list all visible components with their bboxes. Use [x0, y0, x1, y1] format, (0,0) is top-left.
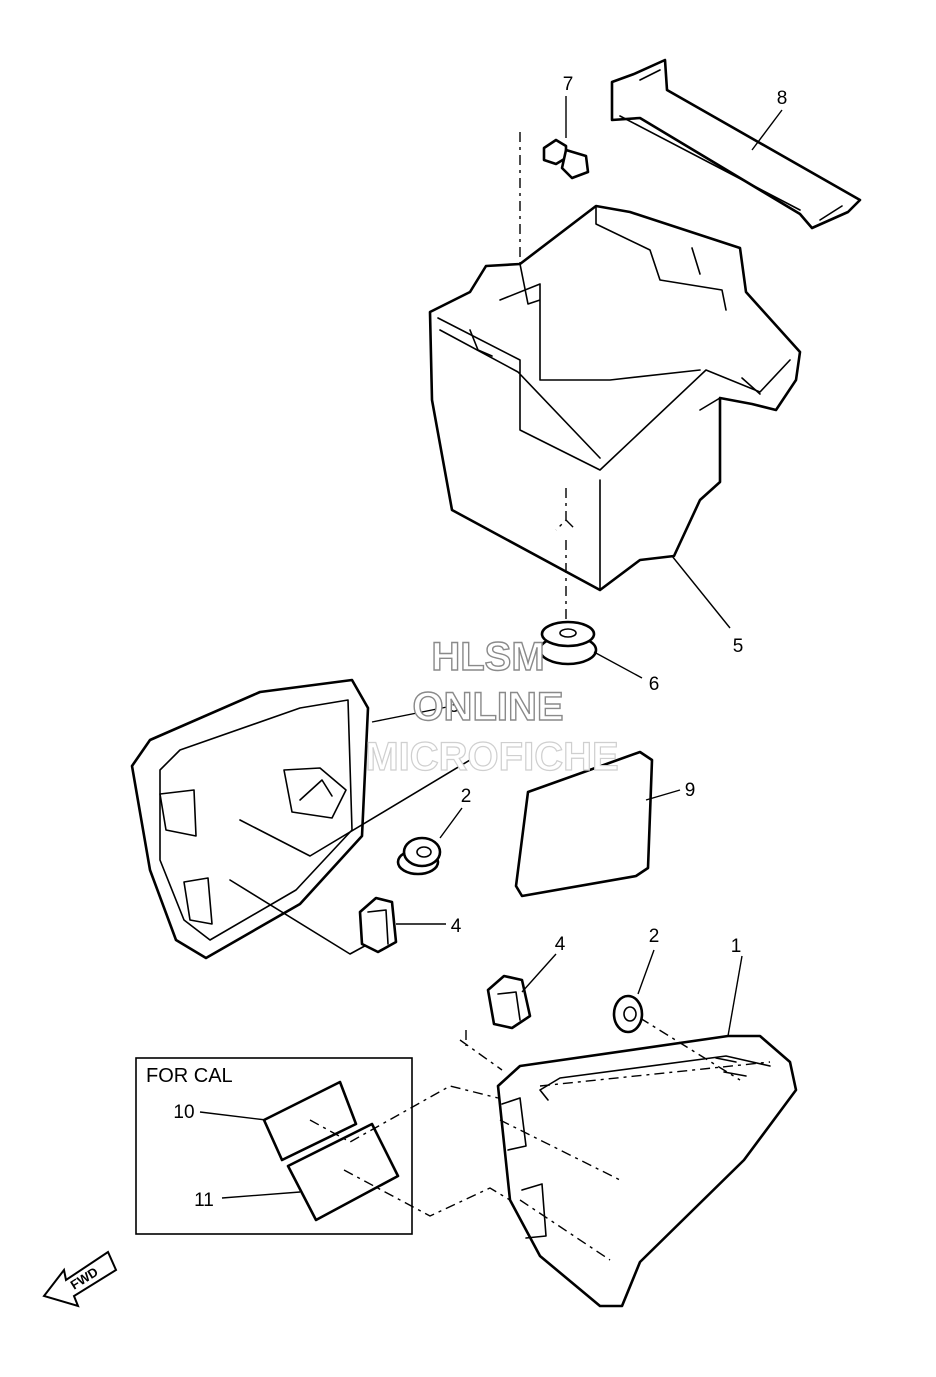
- watermark-line1: HLSM: [431, 635, 544, 679]
- leader-1: [727, 955, 743, 1037]
- watermark: HLSM ONLINE MICROFICHE: [365, 634, 620, 779]
- bolt-part: [542, 138, 590, 180]
- leader-4b: [521, 953, 557, 993]
- callout-5: 5: [733, 636, 744, 657]
- grommet-2-lower-part: [612, 994, 644, 1034]
- callout-2-lower: 2: [649, 926, 660, 947]
- dash-for-cal: [309, 1085, 511, 1217]
- callout-7: 7: [563, 74, 574, 95]
- leader-9: [645, 789, 681, 801]
- leader-10: [199, 1111, 267, 1121]
- callout-8: 8: [777, 88, 788, 109]
- damper-4-upper-part: [358, 896, 398, 954]
- leader-6: [593, 651, 643, 679]
- for-cal-box: FOR CAL: [135, 1057, 511, 1235]
- dash-5: [555, 488, 577, 628]
- leader-3: [371, 705, 453, 723]
- left-side-cover-part: [130, 678, 471, 960]
- grommet-2-upper-part: [396, 836, 442, 876]
- watermark-line2: ONLINE: [412, 685, 563, 729]
- right-side-cover-part: [496, 1034, 798, 1308]
- watermark-line3: MICROFICHE: [365, 735, 618, 779]
- callout-6: 6: [649, 674, 660, 695]
- damper-4-lower-part: [486, 974, 532, 1030]
- callout-9: 9: [685, 780, 696, 801]
- label-9-part: [514, 750, 654, 898]
- callout-10: 10: [173, 1102, 194, 1123]
- leader-8: [751, 109, 783, 151]
- label-10-part: [262, 1080, 358, 1162]
- grommet-part: [538, 620, 598, 666]
- fwd-arrow-icon: FWD: [42, 1250, 118, 1308]
- callout-4-upper: 4: [451, 916, 462, 937]
- for-cal-label: FOR CAL: [146, 1065, 233, 1087]
- callout-1: 1: [731, 936, 742, 957]
- battery-box-part: [428, 204, 802, 592]
- dash-4b: [459, 1030, 503, 1071]
- leader-5: [671, 555, 731, 629]
- callout-2-upper: 2: [461, 786, 472, 807]
- callout-4-lower: 4: [555, 934, 566, 955]
- leader-2b: [637, 949, 655, 995]
- leader-2a: [439, 807, 463, 839]
- battery-band-part: [610, 58, 862, 230]
- callout-11: 11: [194, 1190, 214, 1211]
- dash-1: [499, 1017, 771, 1261]
- callout-3: 3: [449, 696, 460, 717]
- leader-11: [221, 1191, 301, 1199]
